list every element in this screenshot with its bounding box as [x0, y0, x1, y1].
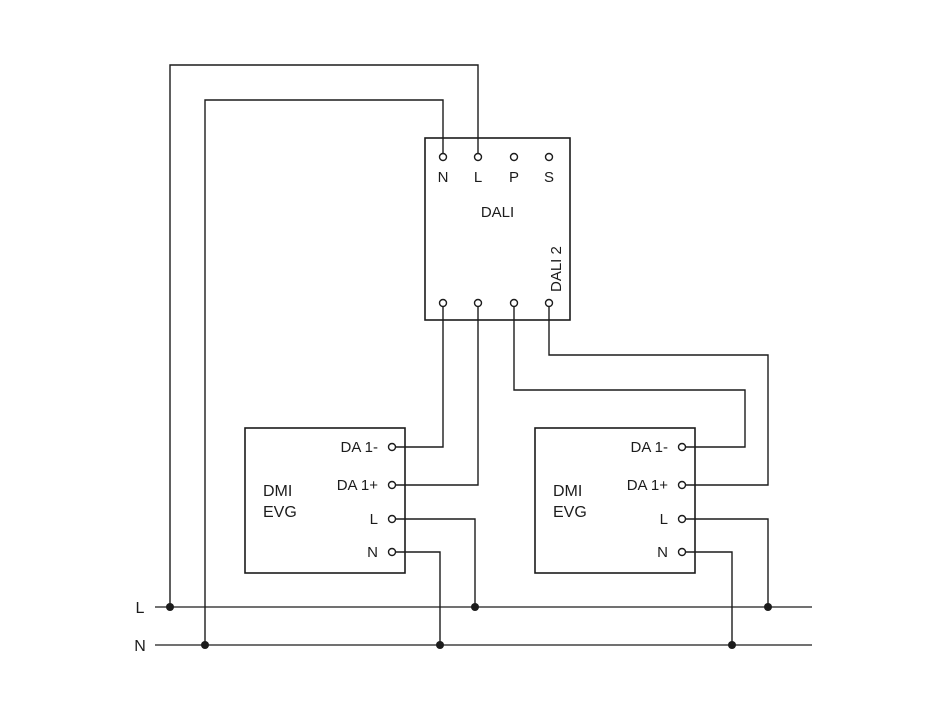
evg-left-label-da-plus: DA 1+ [337, 477, 379, 494]
dali-bottom-terminal-3 [509, 298, 519, 308]
evg-right-label-n: N [657, 544, 668, 561]
evg-left-terminal-n [387, 547, 397, 557]
evg-left-terminal-l [387, 514, 397, 524]
wire-right-evg-n [685, 551, 733, 645]
evg-left-label-l: L [370, 511, 378, 528]
mains-line-label: L [136, 600, 145, 617]
evg-right-terminal-n [677, 547, 687, 557]
wire-dali2-to-right-da-plus [548, 306, 769, 486]
evg-right-box [534, 427, 696, 574]
evg-right-label-da-minus: DA 1- [630, 439, 668, 456]
wire-right-evg-l [685, 518, 769, 607]
evg-left-terminal-da-plus [387, 480, 397, 490]
junction-dot [166, 603, 174, 611]
dali-top-terminal-p [509, 152, 519, 162]
dali-bottom-terminal-1 [438, 298, 448, 308]
wire-left-evg-l [395, 518, 476, 607]
evg-right-terminal-da-plus [677, 480, 687, 490]
evg-left-name-line2: EVG [263, 504, 297, 521]
evg-left-terminal-da-minus [387, 442, 397, 452]
dali-top-terminal-s [544, 152, 554, 162]
mains-neutral-label: N [134, 638, 146, 655]
wire-mains-n-to-dali [204, 99, 444, 645]
wire-dali1-to-left-da-minus [395, 306, 444, 448]
dali-label: DALI [481, 204, 514, 221]
wire-left-evg-n [395, 551, 441, 645]
wire-dali2-to-right-da-minus [513, 306, 746, 448]
evg-right-name-line1: DMI [553, 483, 582, 500]
dali-terminal-label-p: P [509, 169, 519, 186]
dali-bottom-terminal-4 [544, 298, 554, 308]
junction-dot [471, 603, 479, 611]
junction-dot [436, 641, 444, 649]
junction-dot [728, 641, 736, 649]
evg-right-name-line2: EVG [553, 504, 587, 521]
evg-left-box [244, 427, 406, 574]
evg-left-label-da-minus: DA 1- [340, 439, 378, 456]
dali-terminal-label-l: L [474, 169, 482, 186]
wire-dali1-to-left-da-plus [395, 306, 479, 486]
dali-terminal-label-n: N [438, 169, 449, 186]
dali-top-terminal-n [438, 152, 448, 162]
evg-right-terminal-da-minus [677, 442, 687, 452]
evg-right-label-da-plus: DA 1+ [627, 477, 669, 494]
dali-terminal-label-s: S [544, 169, 554, 186]
dali-top-terminal-l [473, 152, 483, 162]
wire-mains-l-to-dali [169, 64, 479, 607]
evg-right-terminal-l [677, 514, 687, 524]
junction-dot [764, 603, 772, 611]
dali-bottom-terminal-2 [473, 298, 483, 308]
evg-left-name-line1: DMI [263, 483, 292, 500]
junction-dot [201, 641, 209, 649]
dali-box [424, 137, 571, 321]
evg-left-label-n: N [367, 544, 378, 561]
dali-channel-label: DALI 2 [548, 246, 565, 292]
evg-right-label-l: L [660, 511, 668, 528]
